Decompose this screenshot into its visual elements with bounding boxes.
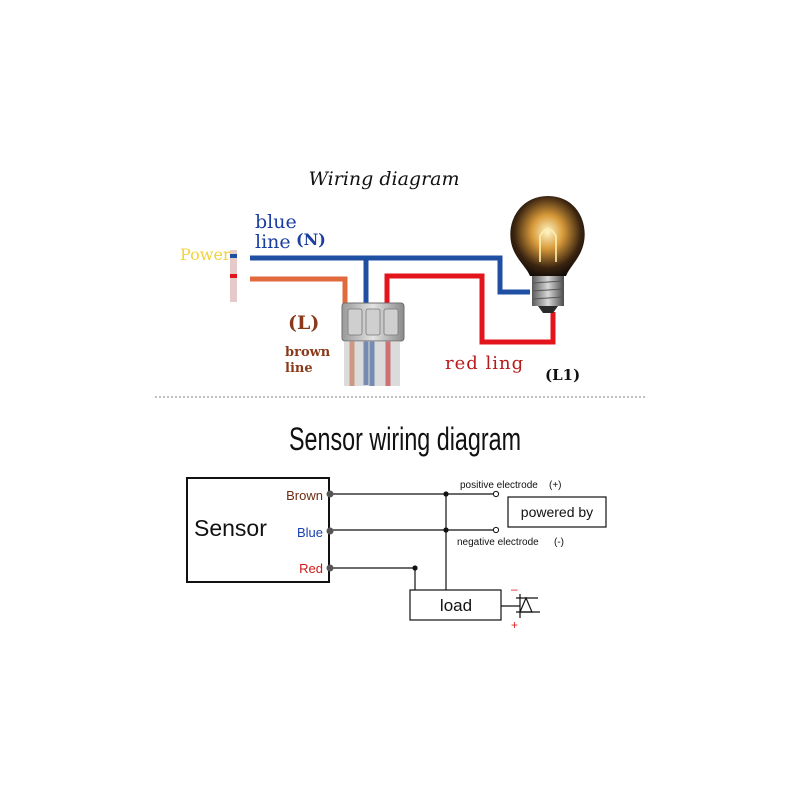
junction-blue <box>443 527 449 533</box>
diode-plus-mark: + <box>511 618 518 632</box>
sensor-box <box>186 477 330 583</box>
live-label: (L) <box>288 312 319 334</box>
connector-lever-2 <box>365 308 381 336</box>
negative-electrode-label: negative electrode <box>457 537 539 548</box>
brown-line-label-2: line <box>285 361 313 376</box>
power-terminal-red-dot <box>230 274 237 278</box>
power-label: Power <box>180 245 231 264</box>
terminal-label-red: Red <box>299 561 323 576</box>
top-diagram-title: Wiring diagram <box>308 168 459 190</box>
power-terminal-blue-dot <box>230 254 237 258</box>
circuit-lines <box>330 493 520 607</box>
terminal-node-brown <box>326 490 334 498</box>
terminal-label-brown: Brown <box>286 488 323 503</box>
negative-sign: (-) <box>554 537 564 548</box>
light-bulb-icon <box>510 196 585 313</box>
load-box <box>409 589 502 621</box>
diode-minus-mark: – <box>511 582 518 596</box>
red-switched-wire <box>384 273 556 345</box>
powered-by-box <box>507 496 607 528</box>
terminal-node-red <box>326 564 334 572</box>
sensor-diagram-title: Sensor wiring diagram <box>289 421 521 457</box>
bulb-thread-3 <box>531 296 565 300</box>
red-line-label: red ling <box>445 353 524 374</box>
powered-by-label: powered by <box>521 504 593 520</box>
connector-lever-1 <box>347 308 363 336</box>
connector-lower-housing <box>344 341 400 386</box>
junction-red <box>412 565 418 571</box>
blue-line-label-2: line <box>255 231 291 253</box>
sensor-wiring-diagram: Sensor wiring diagram Sensor Brown Blue … <box>186 421 607 632</box>
positive-electrode-label: positive electrode <box>460 480 538 491</box>
negative-terminal <box>492 526 500 534</box>
diode-icon <box>516 594 540 618</box>
positive-sign: (+) <box>549 480 562 491</box>
positive-terminal <box>492 490 500 498</box>
connector-lever-3 <box>383 308 399 336</box>
blue-line-label-1: blue <box>255 211 297 233</box>
blue-neutral-wire <box>250 255 530 295</box>
brown-live-wire <box>250 276 348 305</box>
l1-label: (L1) <box>545 366 580 384</box>
junction-brown <box>443 491 449 497</box>
bulb-glass <box>510 196 585 276</box>
terminal-node-blue <box>326 527 334 535</box>
neutral-label: (N) <box>296 230 326 249</box>
wire-connector-block <box>341 302 405 386</box>
bulb-thread-1 <box>531 280 565 284</box>
bulb-contact <box>538 306 558 313</box>
terminal-label-blue: Blue <box>297 525 323 540</box>
load-label: load <box>440 596 472 615</box>
bulb-thread-2 <box>531 288 565 292</box>
sensor-label: Sensor <box>194 515 267 541</box>
diode-triangle <box>519 596 533 613</box>
brown-line-label-1: brown <box>285 345 331 360</box>
power-source <box>230 250 237 302</box>
top-wiring-diagram: Wiring diagram Power <box>180 168 585 386</box>
bulb-filament <box>539 228 557 262</box>
